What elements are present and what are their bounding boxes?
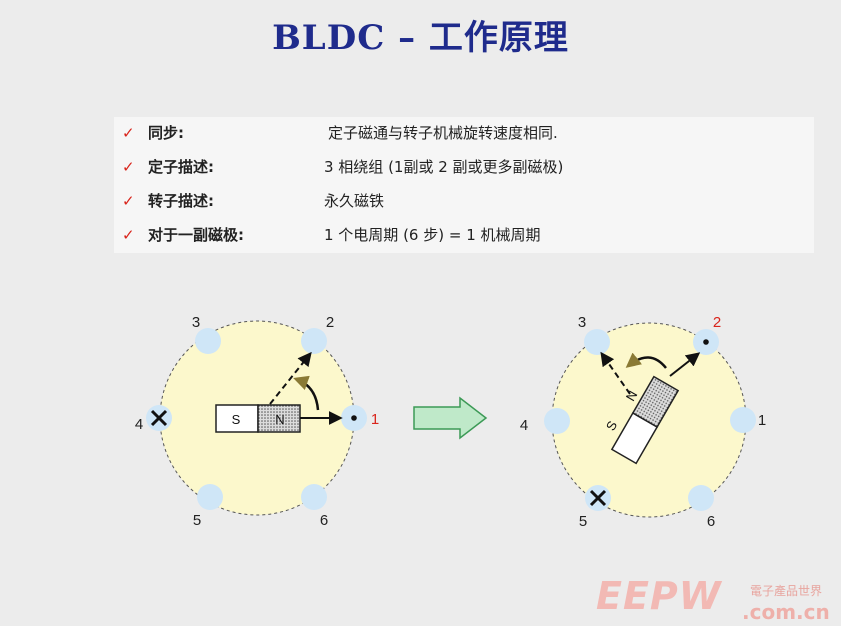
stator-pole-1 [730, 407, 756, 433]
pole-label-5: 5 [193, 512, 201, 529]
magnet-s-label: S [232, 412, 241, 427]
watermark: EEPW 電子產品世界 .com.cn [592, 572, 841, 626]
field-arrow [669, 352, 701, 377]
pole-label-5: 5 [579, 513, 587, 530]
stator-pole-6 [301, 484, 327, 510]
stator-pole-3 [195, 328, 221, 354]
pole-label-1: 1 [371, 411, 379, 428]
pole-label-2: 2 [713, 314, 721, 331]
check-icon: ✓ [122, 124, 135, 142]
stator-pole-3 [584, 329, 610, 355]
left-motor: S N 1 2 3 4 5 6 [135, 314, 379, 529]
stator-pole-2 [301, 328, 327, 354]
cross-current-out-icon [150, 409, 168, 427]
pole-label-2: 2 [326, 314, 334, 331]
next-field-arrow [269, 351, 312, 405]
pole-label-4: 4 [135, 416, 143, 433]
rotation-arrow-icon [293, 375, 320, 411]
magnet-s-pole [215, 404, 259, 433]
check-icon: ✓ [122, 226, 135, 244]
bullet-item: ✓ 定子描述: 3 相绕组 (1副或 2 副或更多副磁极) [114, 152, 814, 182]
pole-label-3: 3 [578, 314, 586, 331]
transition-arrow-icon [413, 396, 488, 440]
pole-label-1: 1 [758, 412, 766, 429]
bullet-item: ✓ 对于一副磁极: 1 个电周期 (6 步) = 1 机械周期 [114, 220, 814, 250]
rotation-arrow-icon [625, 352, 667, 369]
pole-label-6: 6 [320, 512, 328, 529]
stator-pole-6 [688, 485, 714, 511]
bullet-label: 转子描述: [148, 192, 214, 210]
bullet-item: ✓ 转子描述: 永久磁铁 [114, 186, 814, 216]
check-icon: ✓ [122, 158, 135, 176]
bullet-value: 3 相绕组 (1副或 2 副或更多副磁极) [324, 158, 564, 176]
magnet-n-pole [631, 375, 680, 429]
right-motor: S N 1 2 3 4 5 6 [520, 314, 766, 530]
magnet-n-pole [257, 404, 301, 433]
dot-current-in-icon [703, 339, 709, 345]
pole-label-6: 6 [707, 513, 715, 530]
check-icon: ✓ [122, 192, 135, 210]
magnet-n-label: N [275, 412, 284, 427]
stator-pole-4 [544, 408, 570, 434]
bullet-list: ✓ 同步: 定子磁通与转子机械旋转速度相同. ✓ 定子描述: 3 相绕组 (1副… [114, 117, 814, 253]
watermark-tagline: 電子產品世界 [750, 584, 823, 598]
bullet-item: ✓ 同步: 定子磁通与转子机械旋转速度相同. [114, 118, 814, 148]
pole-label-3: 3 [192, 314, 200, 331]
next-field-arrow [600, 351, 631, 395]
bullet-label: 定子描述: [148, 158, 214, 176]
pole-label-4: 4 [520, 417, 528, 434]
page-title: BLDC – 工作原理 [272, 18, 569, 58]
watermark-url: .com.cn [742, 600, 830, 624]
bullet-label: 对于一副磁极: [148, 226, 244, 244]
dot-current-in-icon [351, 415, 357, 421]
bullet-label: 同步: [148, 124, 184, 142]
bullet-value: 定子磁通与转子机械旋转速度相同. [328, 124, 558, 142]
stator-pole-5 [197, 484, 223, 510]
bullet-value: 1 个电周期 (6 步) = 1 机械周期 [324, 226, 541, 244]
cross-current-out-icon [589, 489, 607, 507]
watermark-logo: EEPW [596, 574, 722, 618]
bullet-value: 永久磁铁 [324, 192, 385, 210]
